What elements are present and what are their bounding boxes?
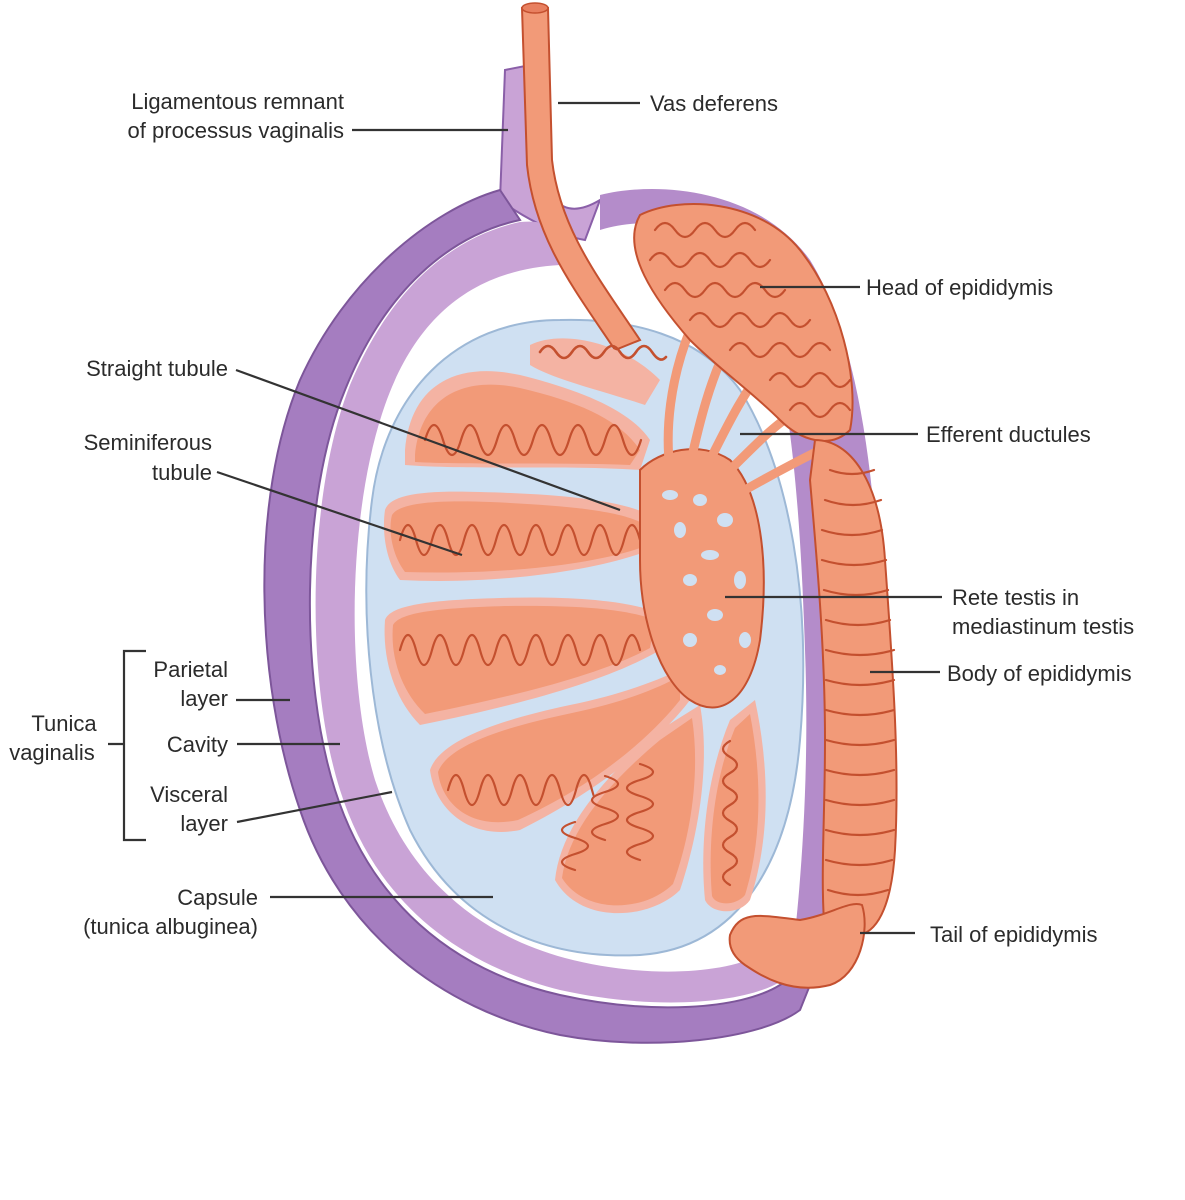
label-tubule: tubule [152, 460, 212, 485]
label-processus-vaginalis: of processus vaginalis [128, 118, 344, 143]
tubule-5 [438, 676, 680, 823]
label-tunica-albuginea: (tunica albuginea) [83, 914, 258, 939]
epididymis-head-shape [633, 203, 854, 442]
label-capsule: Capsule [177, 885, 258, 910]
label-tunica: Tunica [31, 711, 97, 736]
labels: Vas deferens Ligamentous remnant of proc… [9, 89, 1134, 947]
tubule-7 [710, 714, 759, 904]
tubule-3 [390, 501, 640, 573]
label-parietal-layer: layer [180, 686, 228, 711]
parietal-layer-shape [263, 188, 823, 1044]
label-rete-testis: Rete testis in [952, 585, 1079, 610]
label-parietal: Parietal [153, 657, 228, 682]
label-head-of-epididymis: Head of epididymis [866, 275, 1053, 300]
label-cavity: Cavity [167, 732, 228, 757]
epididymis-tail-shape [728, 903, 866, 989]
seminiferous-lobules [383, 338, 766, 914]
leader-lines [108, 101, 942, 935]
label-visceral-layer: layer [180, 811, 228, 836]
epididymis [633, 203, 898, 989]
vas-deferens-shape [520, 2, 642, 352]
tunica-vaginalis-bracket [108, 649, 146, 842]
lobule-1 [530, 338, 660, 405]
tubule-6 [562, 718, 696, 906]
label-body-of-epididymis: Body of epididymis [947, 661, 1132, 686]
label-visceral: Visceral [150, 782, 228, 807]
label-ligamentous-remnant: Ligamentous remnant [131, 89, 344, 114]
label-efferent-ductules: Efferent ductules [926, 422, 1091, 447]
label-vas-deferens: Vas deferens [650, 91, 778, 116]
label-mediastinum-testis: mediastinum testis [952, 614, 1134, 639]
tubule-2 [415, 384, 640, 465]
label-tail-of-epididymis: Tail of epididymis [930, 922, 1098, 947]
tubule-1 [538, 344, 668, 361]
label-straight-tubule: Straight tubule [86, 356, 228, 381]
rete-testis-network [639, 448, 765, 709]
label-seminiferous: Seminiferous [84, 430, 212, 455]
label-vaginalis: vaginalis [9, 740, 95, 765]
